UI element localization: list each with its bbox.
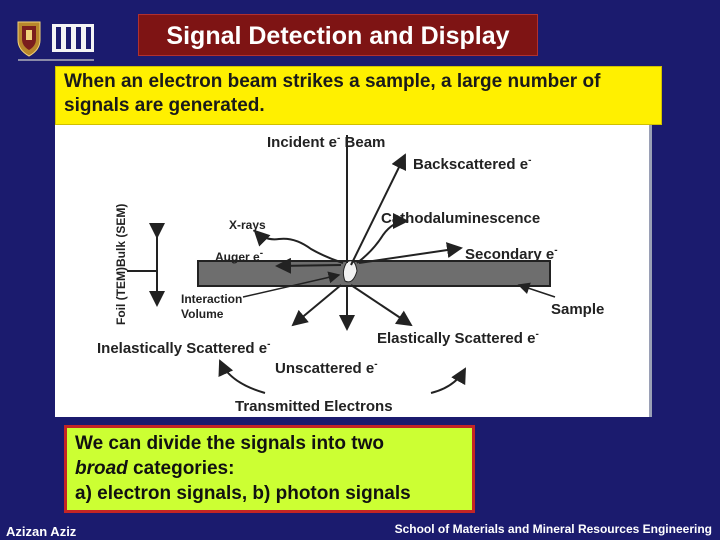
diagram-panel: Incident e- Beam Backscattered e- X-rays… [55,125,652,417]
note-line-2: broad categories: [75,456,464,481]
secondary-label: Secondary e- [465,245,558,263]
cathodoluminescence-label: Cathodaluminescence [381,210,540,227]
note-line-1: We can divide the signals into two [75,433,384,454]
university-logo [17,21,94,61]
auger-label: Auger e- [215,248,263,264]
note-broad-word: broad [75,458,128,479]
backscattered-label: Backscattered e- [413,155,531,173]
unscattered-label: Unscattered e- [275,359,378,377]
author-footer: Azizan Aziz [6,524,77,539]
backscattered-arrow [350,153,407,266]
xrays-label: X-rays [229,218,266,232]
note-categories-text: categories: [127,458,235,479]
inelastic-label: Inelastically Scattered e- [97,339,270,357]
auger-arrow [275,257,342,274]
sample-label: Sample [551,301,604,318]
xray-arrow [253,229,344,264]
intro-text: When an electron beam strikes a sample, … [64,71,601,116]
electron-beam-diagram: Incident e- Beam Backscattered e- X-rays… [97,133,604,415]
interaction-label-2: Volume [181,307,224,321]
sample-bar [197,260,551,287]
school-footer: School of Materials and Mineral Resource… [394,522,712,536]
categories-note-box: We can divide the signals into two broad… [64,425,475,513]
title-box: Signal Detection and Display [138,14,538,56]
page-title: Signal Detection and Display [166,22,510,50]
transmitted-arrow-left [218,359,266,394]
secondary-arrow [358,242,463,264]
interaction-pointer [242,271,341,298]
elastic-arrow [350,284,413,327]
intro-box: When an electron beam strikes a sample, … [55,66,662,125]
sample-pointer [517,282,556,298]
cathodoluminescence-arrow [356,213,409,264]
transmitted-label: Transmitted Electrons [235,398,393,415]
inelastic-arrow [291,284,342,327]
note-line-3: a) electron signals, b) photon signals [75,483,411,504]
transmitted-arrow-right [430,367,466,394]
thickness-label: Foil (TEM)Bulk (SEM) [114,204,128,325]
incident-label: Incident e- Beam [267,133,385,151]
elastic-label: Elastically Scattered e- [377,329,539,347]
interaction-label-1: Interaction [181,292,242,306]
